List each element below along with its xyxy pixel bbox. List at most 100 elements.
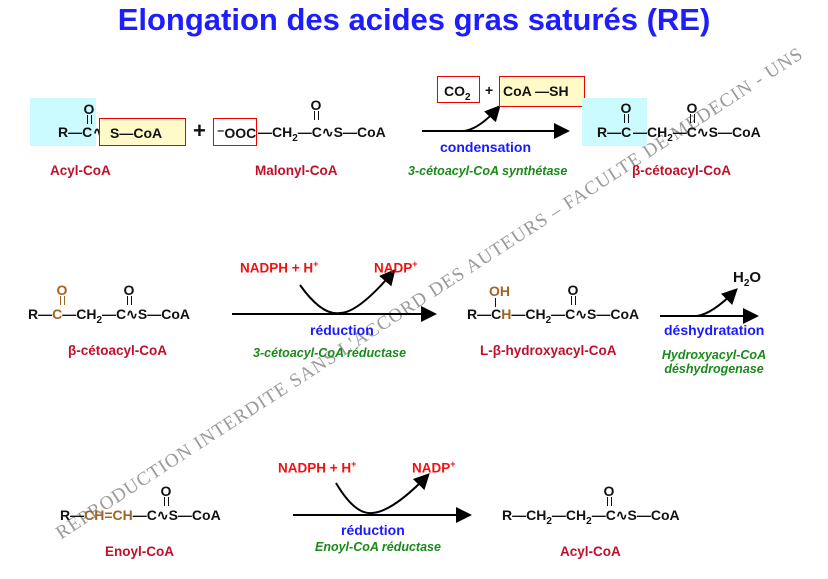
hydroxyl-group: OH	[489, 283, 510, 299]
subscript: 2	[545, 315, 552, 326]
formula-segment: —CH	[62, 306, 97, 322]
enoyl-substrate: R—CH=CH—C∿S—CoA	[60, 507, 221, 523]
carbonyl-oxygen: O	[56, 282, 68, 298]
carbonyl-oxygen: O	[567, 282, 579, 298]
charge: +	[450, 459, 456, 469]
carboxyl-box: ⁻OOC	[213, 118, 257, 146]
double-bond	[127, 296, 132, 305]
carbonyl-oxygen: O	[123, 282, 135, 298]
subscript: 2	[743, 278, 750, 289]
nadp-text: NADP	[412, 460, 451, 476]
subscript: 2	[465, 92, 471, 103]
carbonyl-oxygen: O	[310, 97, 322, 113]
thioester-bond: ∿	[93, 124, 105, 140]
carbonyl-oxygen: O	[620, 100, 632, 116]
charge: +	[313, 259, 319, 269]
beta-ketoacyl-label: β-cétoacyl-CoA	[68, 343, 168, 358]
cofactor-curve-1	[299, 268, 396, 315]
formula-segment: —CH	[551, 507, 587, 523]
formula-segment: O	[749, 269, 762, 286]
charge: +	[412, 259, 418, 269]
enzyme-line: Hydroxyacyl-CoA	[661, 348, 767, 362]
water-branch-arrow	[696, 288, 738, 317]
hydroxyacyl-label: L-β-hydroxyacyl-CoA	[480, 343, 617, 358]
beta-ketoacyl-head: R—C	[597, 124, 632, 140]
acyl-coa-label: Acyl-CoA	[50, 163, 111, 178]
water-label: H2O	[733, 269, 762, 289]
nadp-text: NADP	[374, 260, 413, 276]
carbonyl-oxygen: O	[686, 100, 698, 116]
formula-segment: —CH	[633, 124, 668, 140]
subscript: 2	[546, 516, 552, 527]
subscript: 2	[586, 516, 592, 527]
formula-segment: —CH	[258, 124, 293, 140]
enzyme-synthetase: 3-cétoacyl-CoA synthétase	[408, 164, 568, 178]
formula-segment: —C∿S—CoA	[132, 507, 221, 523]
formula-segment: —C	[297, 124, 322, 140]
formula-segment: R—C	[467, 306, 502, 322]
nadp-label: NADP+	[412, 459, 456, 476]
scoa-box: S—CoA	[99, 118, 186, 146]
acyl-head: R—C	[58, 124, 93, 140]
plus-sign: +	[193, 118, 206, 143]
slide-title: Elongation des acides gras saturés (RE)	[117, 2, 711, 37]
formula-segment: C	[52, 306, 63, 322]
formula-segment: —C∿S—CoA	[591, 507, 680, 523]
double-bond	[624, 114, 629, 123]
nadph-label: NADPH + H+	[278, 459, 356, 476]
release-branch-arrow	[462, 105, 501, 132]
formula-segment: —C∿S—CoA	[102, 306, 190, 322]
double-bond	[60, 296, 65, 305]
formula-segment: R—	[60, 507, 85, 523]
cofactor-curve-2	[335, 473, 430, 515]
formula-segment: H	[501, 306, 512, 322]
nadph-text: NADPH + H	[240, 260, 314, 276]
single-bond	[495, 298, 496, 307]
charge: +	[351, 459, 357, 469]
double-bond	[571, 296, 576, 305]
carbonyl-oxygen: O	[83, 101, 95, 117]
double-bond	[607, 497, 612, 506]
double-bond	[690, 114, 695, 123]
formula-segment: —C∿S—CoA	[672, 124, 761, 140]
double-bond	[314, 111, 319, 120]
double-bond	[164, 497, 169, 506]
formula-segment: R—	[28, 306, 53, 322]
reaction-reduction: réduction	[341, 522, 405, 538]
formula-segment: CO	[444, 83, 465, 99]
subscript: 2	[292, 133, 298, 144]
beta-ketoacyl-substrate: R—C—CH2—C∿S—CoA	[28, 306, 190, 326]
reaction-dehydration: déshydratation	[664, 322, 765, 338]
acyl-highlight	[30, 98, 96, 146]
malonyl-coa-label: Malonyl-CoA	[255, 163, 338, 178]
formula-segment: —CH	[511, 306, 546, 322]
double-bond	[87, 115, 92, 124]
enzyme-enoyl-reductase: Enoyl-CoA réductase	[315, 540, 441, 554]
beta-ketoacyl-tail: —CH2—C∿S—CoA	[633, 124, 761, 144]
coash-box: CoA —SH	[499, 76, 585, 107]
nadph-label: NADPH + H+	[240, 259, 318, 276]
plus-sign: +	[485, 82, 494, 98]
formula-segment: —C∿S—CoA	[551, 306, 640, 322]
product-highlight	[582, 98, 647, 146]
reaction-reduction: réduction	[310, 322, 374, 338]
beta-ketoacyl-label: β-cétoacyl-CoA	[632, 163, 732, 178]
co2-box: CO2	[437, 76, 480, 103]
enoyl-coa-label: Enoyl-CoA	[105, 544, 174, 559]
acyl-coa-label: Acyl-CoA	[560, 544, 621, 559]
formula-segment: CH=CH	[84, 507, 133, 523]
reaction-condensation: condensation	[440, 139, 532, 155]
carbonyl-oxygen: O	[160, 483, 172, 499]
subscript: 2	[96, 315, 103, 326]
nadph-text: NADPH + H	[278, 460, 352, 476]
subscript: 2	[667, 133, 673, 144]
formula-segment: R—CH	[502, 507, 547, 523]
enzyme-line: déshydrogenase	[664, 362, 764, 376]
acyl-coa-product: R—CH2—CH2—C∿S—CoA	[502, 507, 680, 527]
formula-segment: ∿S—CoA	[321, 124, 386, 140]
carbonyl-oxygen: O	[603, 483, 615, 499]
enzyme-ketoacyl-reductase: 3-cétoacyl-CoA réductase	[253, 346, 407, 360]
malonyl-tail: —CH2—C∿S—CoA	[258, 124, 386, 144]
